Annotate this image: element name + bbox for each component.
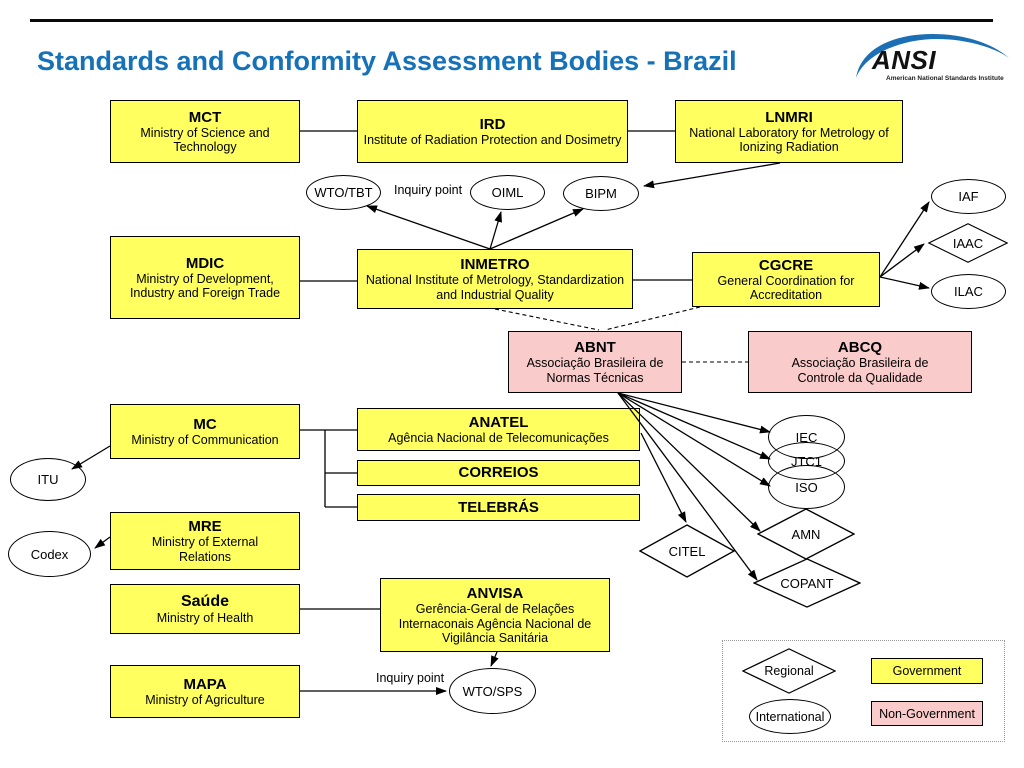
node-mapa: MAPA Ministry of Agriculture (110, 665, 300, 718)
legend-regional-diamond: Regional (742, 648, 836, 694)
node-jtc1-label: JTC1 (790, 453, 823, 469)
ansi-brand-text: ANSI (872, 45, 937, 75)
node-iaac-label: IAAC (952, 235, 984, 251)
node-mct-acronym: MCT (188, 108, 222, 126)
legend-international-ellipse: International (749, 699, 831, 734)
ansi-logo: ANSI American National Standards Institu… (848, 28, 1018, 90)
ansi-tagline-text: American National Standards Institute (886, 75, 1004, 82)
node-anvisa-name: Gerência-Geral de Relações Internaconais… (398, 602, 592, 645)
node-lnmri-name: National Laboratory for Metrology of Ion… (689, 125, 889, 155)
legend-non-government-swatch: Non-Government (871, 701, 983, 726)
node-mc-name: Ministry of Communication (131, 433, 279, 447)
node-iso-label: ISO (795, 479, 818, 495)
node-amn: AMN (757, 508, 855, 560)
node-citel-label: CITEL (668, 543, 706, 559)
node-abcq-acronym: ABCQ (837, 339, 883, 357)
node-mre: MRE Ministry of External Relations (110, 512, 300, 570)
node-cgcre-name: General Coordination for Accreditation (717, 273, 855, 303)
node-inmetro-acronym: INMETRO (460, 256, 530, 274)
node-lnmri: LNMRI National Laboratory for Metrology … (675, 100, 903, 163)
node-iaf: IAF (931, 179, 1006, 214)
page-title: Standards and Conformity Assessment Bodi… (37, 46, 737, 76)
node-bipm: BIPM (563, 176, 639, 211)
node-wto-tbt-label: WTO/TBT (314, 185, 373, 200)
node-mdic-name: Ministry of Development, Industry and Fo… (129, 271, 281, 301)
node-cgcre-acronym: CGCRE (758, 256, 814, 274)
node-abcq: ABCQ Associação Brasileira de Controle d… (748, 331, 972, 393)
node-iec-label: IEC (795, 429, 818, 445)
node-iaac: IAAC (928, 223, 1008, 263)
node-citel: CITEL (639, 524, 735, 578)
node-wto-sps-label: WTO/SPS (462, 683, 523, 699)
node-iso: ISO (768, 465, 845, 509)
node-lnmri-acronym: LNMRI (765, 108, 813, 126)
legend-international-label: International (755, 709, 825, 724)
node-correios: CORREIOS (357, 460, 640, 486)
node-anvisa: ANVISA Gerência-Geral de Relações Intern… (380, 578, 610, 652)
node-saude-name: Ministry of Health (156, 611, 254, 626)
legend-regional-label: Regional (764, 664, 814, 678)
node-ilac-label: ILAC (954, 284, 983, 299)
top-divider (30, 19, 993, 22)
node-mdic: MDIC Ministry of Development, Industry a… (110, 236, 300, 319)
node-copant-label: COPANT (780, 575, 834, 591)
legend-government-swatch: Government (871, 658, 983, 684)
node-wto-tbt: WTO/TBT (306, 175, 381, 210)
node-amn-label: AMN (791, 526, 821, 542)
node-saude-acronym: Saúde (180, 592, 229, 610)
node-copant: COPANT (753, 558, 861, 608)
inquiry-point-label-bottom: Inquiry point (376, 671, 445, 685)
legend-government-label: Government (892, 664, 962, 678)
node-mre-acronym: MRE (188, 518, 222, 536)
node-abnt: ABNT Associação Brasileira de Normas Téc… (508, 331, 682, 393)
node-abcq-name: Associação Brasileira de Controle da Qua… (791, 356, 929, 385)
node-iaf-label: IAF (958, 189, 979, 204)
node-oiml-label: OIML (491, 185, 524, 200)
node-mre-name: Ministry of External Relations (151, 535, 259, 564)
diamond-shape (742, 648, 836, 694)
node-itu: ITU (10, 458, 86, 501)
node-ird-acronym: IRD (479, 115, 506, 133)
node-inmetro-name: National Institute of Metrology, Standar… (365, 273, 625, 302)
node-ilac: ILAC (931, 274, 1006, 309)
node-saude: Saúde Ministry of Health (110, 584, 300, 634)
node-ird-name: Institute of Radiation Protection and Do… (363, 133, 622, 147)
node-telebras-acronym: TELEBRÁS (458, 498, 539, 516)
node-inmetro: INMETRO National Institute of Metrology,… (357, 249, 633, 309)
node-mc: MC Ministry of Communication (110, 404, 300, 459)
node-mct-name: Ministry of Science and Technology (140, 125, 270, 155)
node-mc-acronym: MC (193, 415, 217, 433)
node-anatel: ANATEL Agência Nacional de Telecomunicaç… (357, 408, 640, 451)
diamond-shape (753, 558, 861, 608)
node-mct: MCT Ministry of Science and Technology (110, 100, 300, 163)
inquiry-point-label-top: Inquiry point (394, 183, 463, 197)
node-codex: Codex (8, 531, 91, 577)
diamond-shape (928, 223, 1008, 263)
ansi-swoosh-icon (856, 34, 1009, 78)
node-correios-acronym: CORREIOS (458, 464, 539, 482)
node-oiml: OIML (470, 175, 545, 210)
node-codex-label: Codex (30, 546, 69, 562)
node-mdic-acronym: MDIC (185, 254, 225, 272)
node-telebras: TELEBRÁS (357, 494, 640, 521)
node-bipm-label: BIPM (585, 186, 617, 201)
node-anatel-name: Agência Nacional de Telecomunicações (388, 431, 609, 445)
node-mapa-acronym: MAPA (183, 675, 227, 693)
node-ird: IRD Institute of Radiation Protection an… (357, 100, 628, 163)
node-cgcre: CGCRE General Coordination for Accredita… (692, 252, 880, 307)
node-abnt-name: Associação Brasileira de Normas Técnicas (526, 356, 664, 385)
node-wto-sps: WTO/SPS (449, 668, 536, 714)
legend-non-government-label: Non-Government (879, 706, 975, 721)
node-itu-label: ITU (37, 472, 59, 487)
legend: Regional International Government Non-Go… (722, 640, 1005, 742)
node-abnt-acronym: ABNT (574, 339, 616, 357)
node-mapa-name: Ministry of Agriculture (145, 693, 265, 707)
node-anvisa-acronym: ANVISA (466, 585, 524, 602)
node-anatel-acronym: ANATEL (468, 413, 529, 431)
